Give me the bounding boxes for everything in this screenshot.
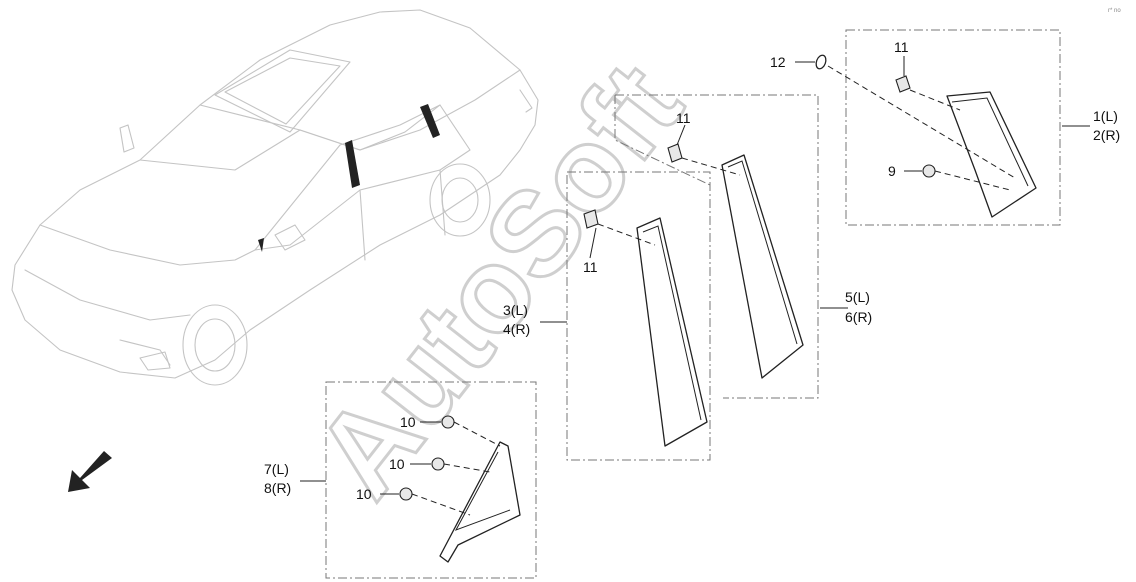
vehicle-illustration	[11, 9, 539, 386]
group-box-3-4	[566, 171, 711, 461]
callout-labels: 1(L) 2(R) 5(L) 6(R) 3(L) 4(R) 7(L) 8(R) …	[264, 39, 1120, 502]
group-box-1-2	[845, 29, 1061, 226]
front-direction-arrow-icon	[68, 451, 112, 492]
corner-mark: r* no	[1108, 8, 1121, 14]
callout-11-top: 11	[894, 39, 909, 55]
callout-6: 6(R)	[845, 309, 872, 325]
callout-10-top: 10	[400, 414, 416, 430]
callout-3: 3(L)	[503, 302, 528, 318]
part-5-6	[721, 154, 804, 379]
callout-2: 2(R)	[1093, 127, 1120, 143]
clip-11-top	[895, 56, 911, 93]
callout-8: 8(R)	[264, 480, 291, 496]
group-box-7-8	[325, 381, 537, 579]
callout-10-low: 10	[356, 486, 372, 502]
callout-12: 12	[770, 54, 786, 70]
part-7-8	[439, 441, 521, 563]
callout-4: 4(R)	[503, 321, 530, 337]
callout-11-mid: 11	[676, 110, 691, 126]
callout-5: 5(L)	[845, 289, 870, 305]
clip-10-top	[420, 415, 455, 429]
part-3-4	[636, 217, 708, 447]
callout-7: 7(L)	[264, 461, 289, 477]
part-1-2	[946, 91, 1037, 218]
clip-11-mid	[667, 124, 686, 163]
callout-9: 9	[888, 163, 896, 179]
callout-11-left: 11	[583, 259, 598, 275]
callout-1: 1(L)	[1093, 108, 1118, 124]
clip-12	[795, 54, 827, 70]
clip-9	[904, 164, 936, 178]
callout-10-mid: 10	[389, 456, 405, 472]
